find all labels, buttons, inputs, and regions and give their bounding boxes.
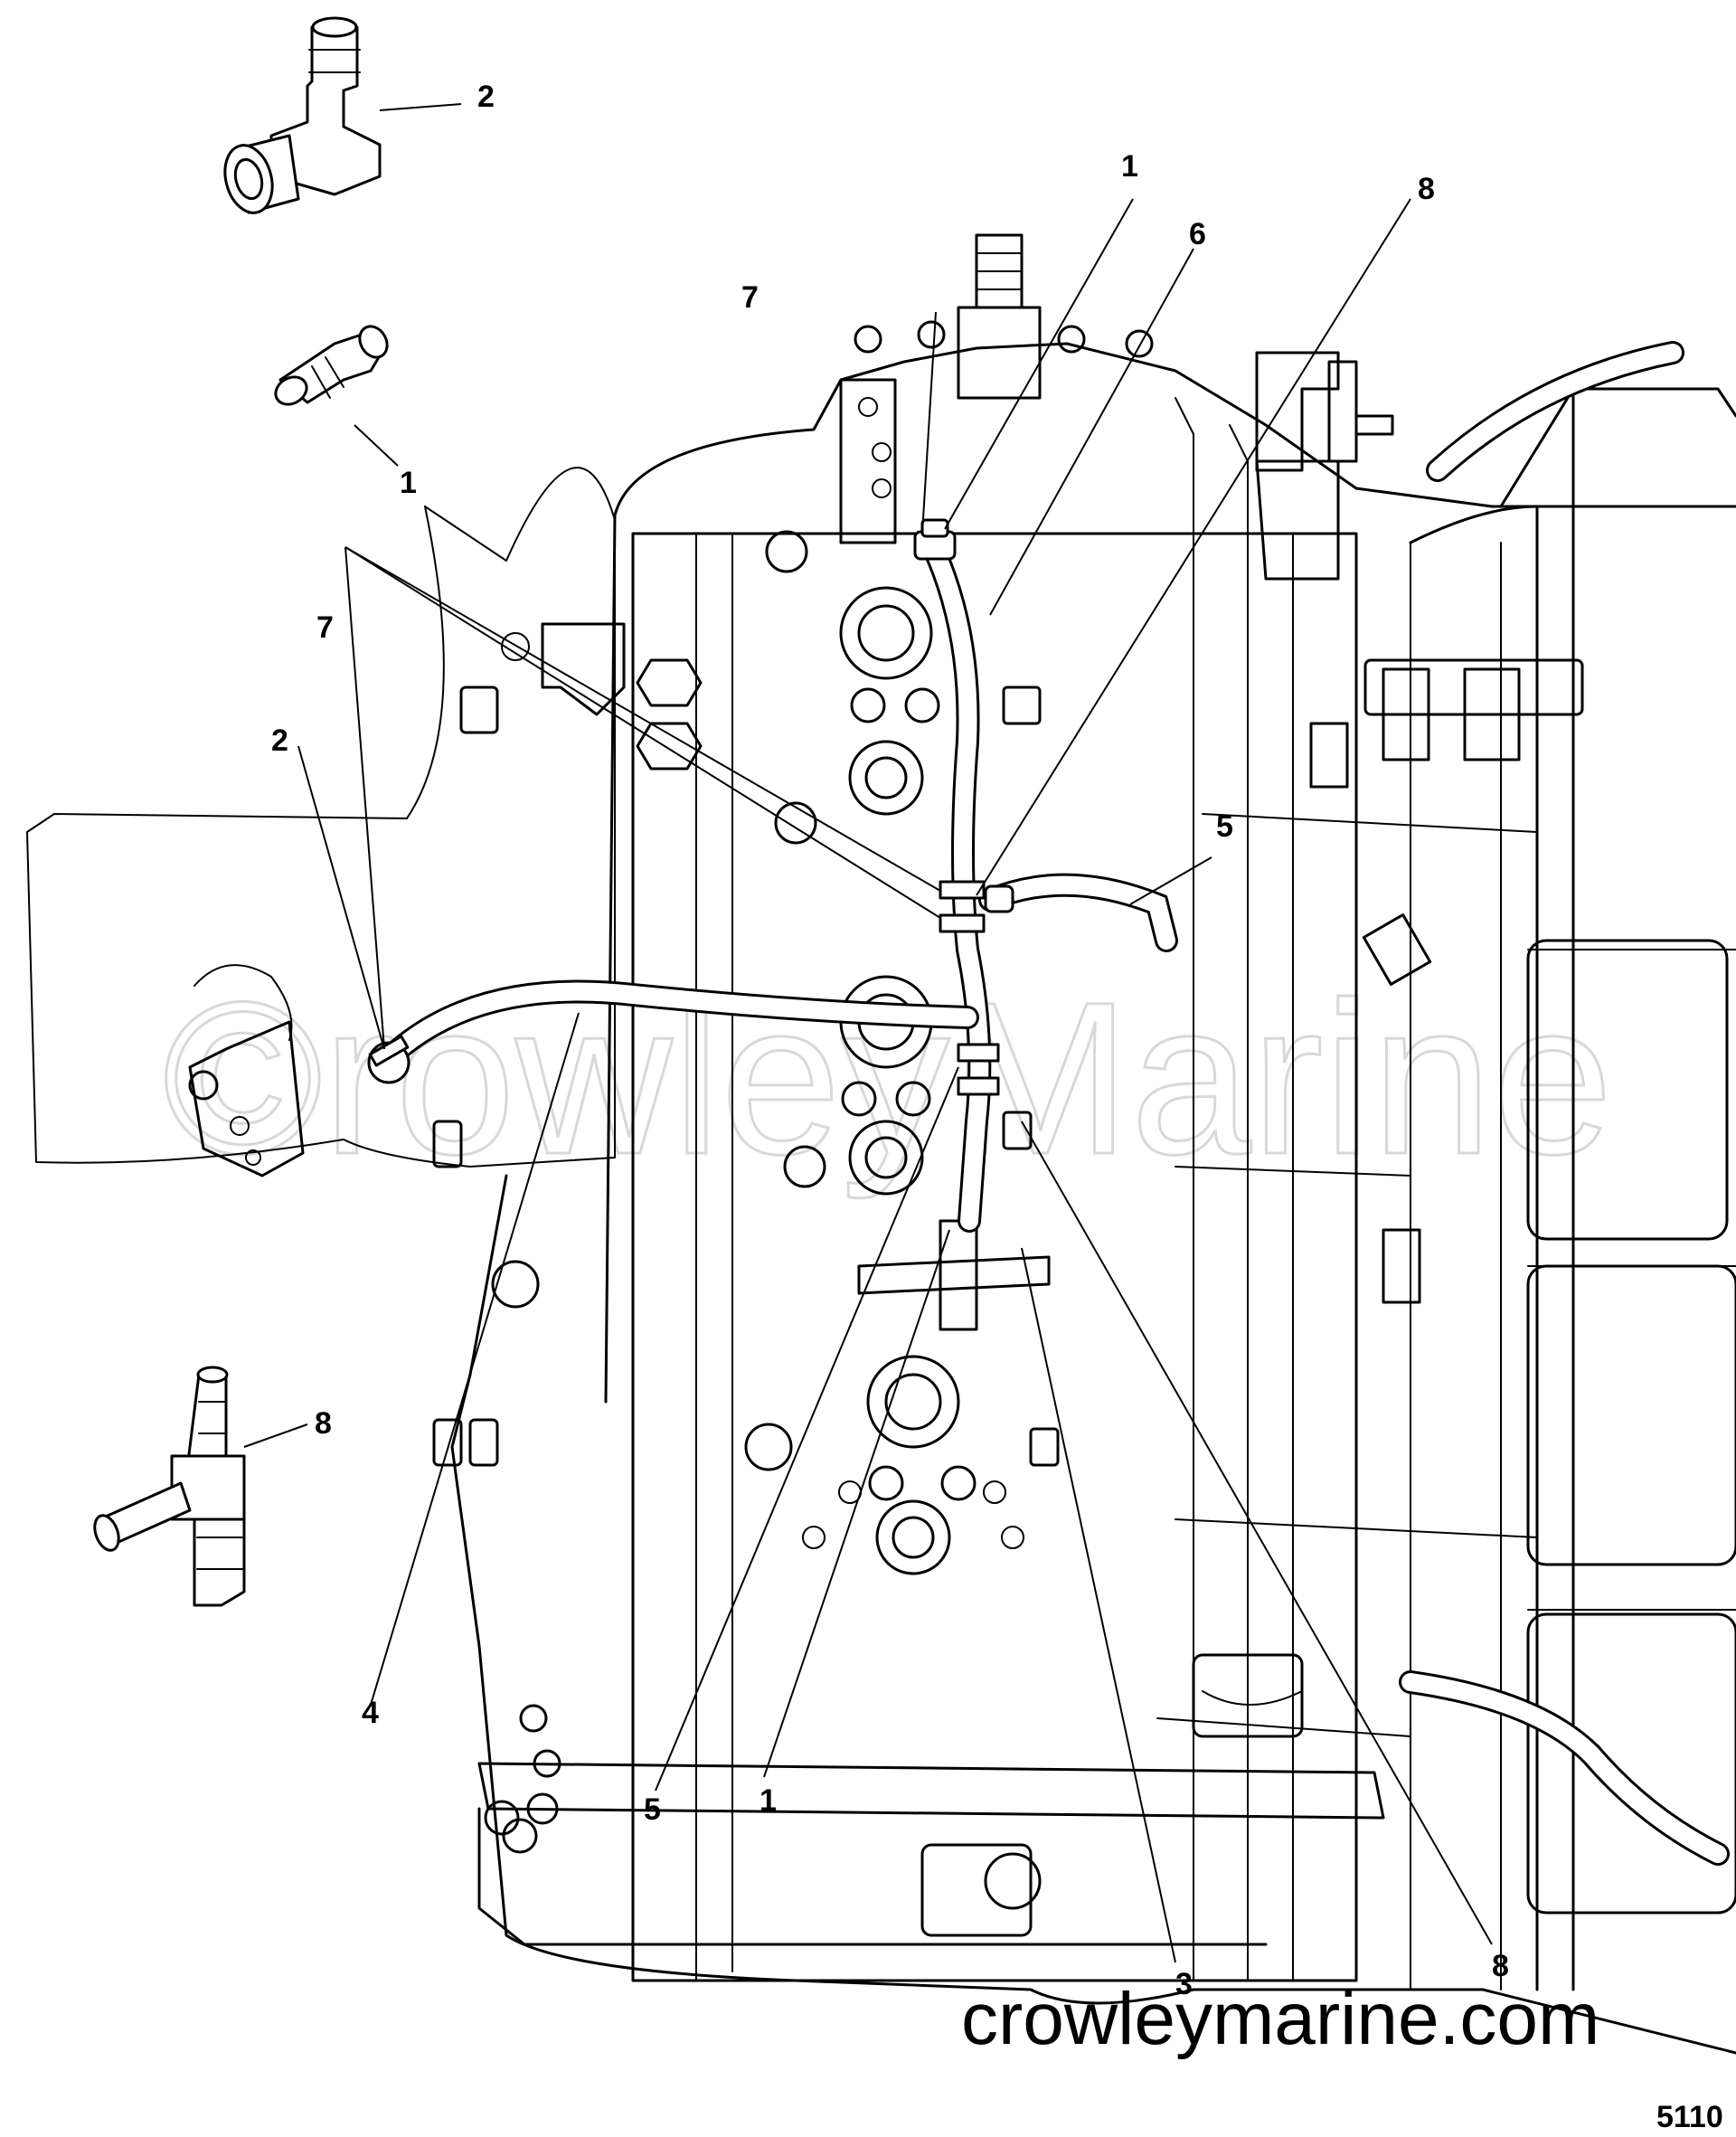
straight-fitting-part-1	[274, 325, 389, 406]
callout-label: 7	[741, 280, 759, 315]
callout-label: 3	[1175, 1967, 1193, 2001]
callout-label: 1	[760, 1783, 777, 1818]
callout-label: 6	[1189, 217, 1206, 251]
callout-label: 1	[400, 466, 417, 500]
callout-label: 5	[1216, 809, 1233, 844]
watermark: ©rowleyMarine	[163, 957, 1613, 1199]
site-url: crowleymarine.com	[961, 1978, 1599, 2060]
callout-label: 8	[315, 1406, 332, 1441]
callout-label: 8	[1492, 1949, 1509, 1983]
diagram-code: 5110	[1656, 2100, 1723, 2134]
bottom-left-fasteners	[484, 1704, 561, 1854]
callout-labels: 2 1 8 1 8 6 7 7 2 5 4 5 1 3 8	[271, 80, 1509, 2001]
callout-label: 7	[316, 610, 334, 645]
callout-label: 1	[1121, 149, 1138, 184]
tee-fitting-part-8	[93, 1366, 246, 1607]
callout-label: 2	[271, 723, 288, 758]
elbow-fitting-part-2	[223, 16, 382, 214]
callout-label: 4	[362, 1696, 379, 1730]
callout-label: 8	[1418, 172, 1435, 206]
callout-label: 5	[644, 1792, 661, 1827]
callout-label: 2	[477, 80, 495, 114]
leader-lines	[243, 103, 1493, 1963]
